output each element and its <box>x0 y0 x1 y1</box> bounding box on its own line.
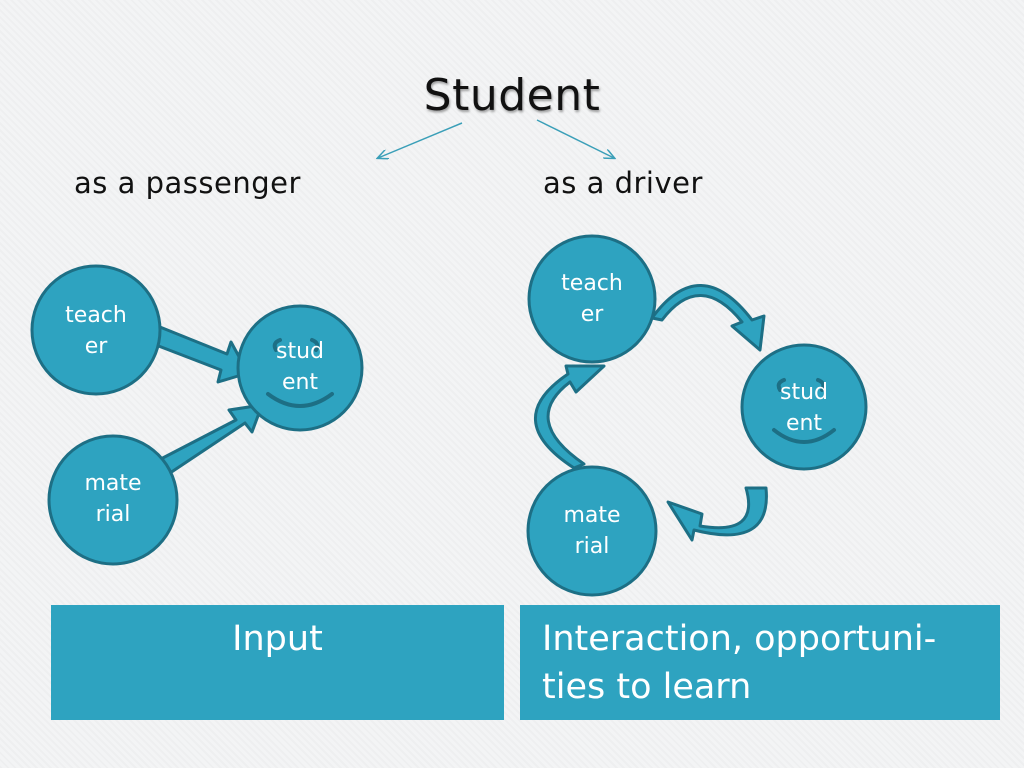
node-label: stud <box>276 339 324 364</box>
input-box: Input <box>51 605 504 720</box>
passenger-node-teacher: teach er <box>30 264 162 396</box>
curved-arrow-material-to-teacher <box>533 364 606 470</box>
node-label: teach <box>561 271 623 296</box>
input-box-label: Input <box>232 619 323 659</box>
eye-left-icon <box>776 378 786 392</box>
driver-node-material: mate rial <box>526 465 658 597</box>
driver-node-teacher: teach er <box>527 234 657 364</box>
interaction-box-line1: Interaction, opportuni- <box>542 619 937 659</box>
eye-right-icon <box>816 378 826 392</box>
node-label: rial <box>96 502 131 527</box>
interaction-box-line2: ties to learn <box>542 667 752 707</box>
pointer-line-left <box>378 122 463 158</box>
node-label: mate <box>84 471 141 496</box>
node-label: ent <box>282 370 318 395</box>
eye-left-icon <box>272 338 282 352</box>
node-label: er <box>85 334 109 359</box>
curved-arrow-teacher-to-student <box>650 284 766 352</box>
passenger-node-student: stud ent <box>236 304 364 432</box>
node-label: er <box>581 302 605 327</box>
curved-arrow-student-to-material <box>666 486 768 542</box>
slide-title: Student <box>423 70 601 121</box>
arrow-material-to-student <box>153 403 264 479</box>
smile-icon <box>772 428 836 444</box>
eye-right-icon <box>310 338 320 352</box>
subtitle-passenger: as a passenger <box>74 166 301 200</box>
node-label: stud <box>780 380 828 405</box>
node-label: mate <box>563 503 620 528</box>
subtitle-driver: as a driver <box>543 166 703 200</box>
node-label: rial <box>575 534 610 559</box>
node-label: teach <box>65 303 127 328</box>
interaction-box: Interaction, opportuni- ties to learn <box>520 605 1000 720</box>
pointer-line-right <box>536 119 614 158</box>
smile-icon <box>266 392 334 408</box>
passenger-node-material: mate rial <box>47 434 179 566</box>
node-label: ent <box>786 411 822 436</box>
driver-node-student: stud ent <box>740 343 868 471</box>
